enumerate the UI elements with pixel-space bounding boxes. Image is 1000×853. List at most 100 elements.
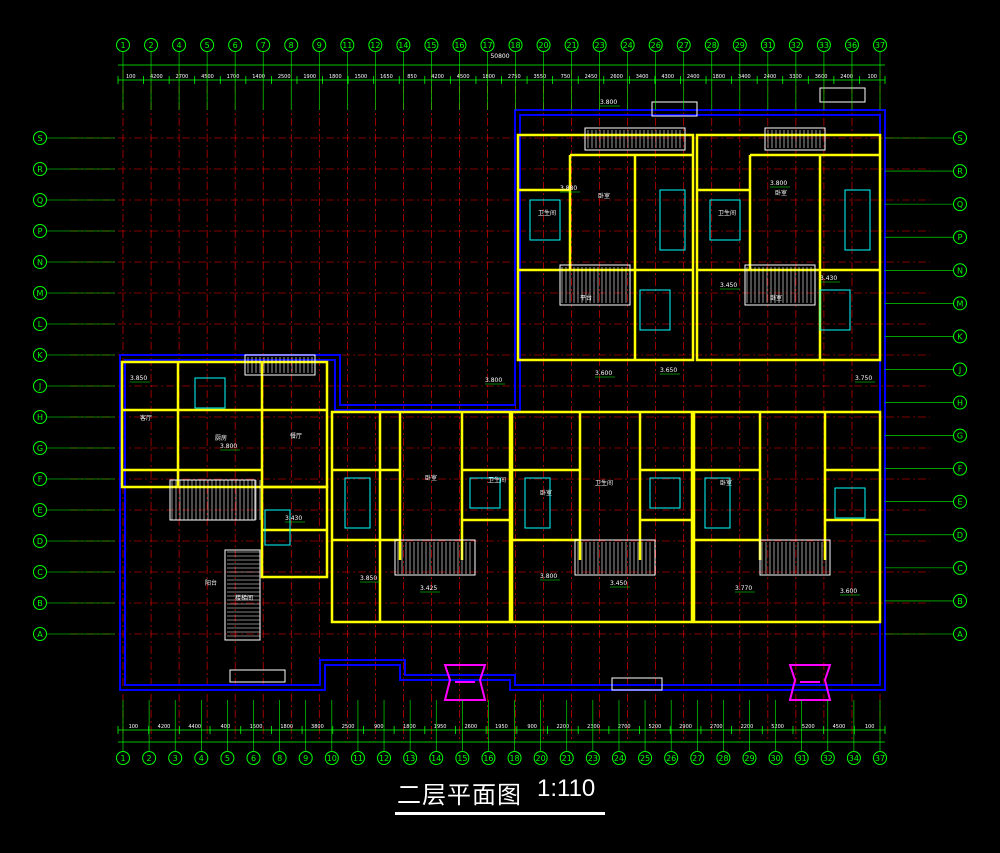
axis-label-top: 1	[120, 41, 125, 50]
axis-bubble-top: 21	[564, 38, 579, 52]
axis-bubble-top: 23	[592, 38, 607, 52]
axis-label-bottom: 28	[718, 754, 728, 763]
room-label: 卧室	[425, 474, 437, 482]
axis-bubble-left: N	[33, 255, 47, 269]
top-dimension: 3550	[533, 74, 546, 80]
axis-bubble-left: R	[33, 162, 47, 176]
room-label: 卧室	[720, 479, 732, 487]
axis-bubble-top: 28	[704, 38, 719, 52]
axis-label-top: 27	[679, 41, 689, 50]
axis-label-top: 12	[370, 41, 380, 50]
bottom-dimension: 3800	[311, 724, 324, 730]
caption-underline	[395, 812, 605, 815]
level-mark: 3.800	[485, 377, 502, 384]
axis-bubble-bottom: 1	[116, 751, 130, 765]
axis-label-right: H	[957, 399, 963, 408]
top-dimension: 2500	[278, 74, 291, 80]
axis-label-bottom: 29	[744, 754, 754, 763]
bottom-dimension: 900	[527, 724, 537, 730]
bottom-dimension: 5200	[649, 724, 662, 730]
axis-bubble-bottom: 6	[246, 751, 261, 765]
drawing-title: 二层平面图	[397, 781, 522, 809]
axis-label-right: Q	[957, 200, 963, 209]
axis-label-bottom: 2	[147, 754, 152, 763]
axis-bubble-bottom: 18	[507, 751, 522, 765]
skylight-frames	[229, 87, 866, 691]
axis-bubble-right: K	[953, 329, 967, 344]
axis-bubble-right: N	[953, 263, 967, 278]
axis-label-left: J	[38, 382, 41, 391]
walls	[120, 133, 882, 624]
axis-bubble-bottom: 10	[324, 751, 339, 765]
axis-bubble-top: 1	[116, 38, 130, 52]
axis-label-bottom: 1	[120, 754, 125, 763]
axis-label-top: 17	[482, 41, 492, 50]
axis-label-bottom: 25	[640, 754, 650, 763]
level-mark: 3.800	[770, 180, 787, 187]
top-dimension: 3400	[738, 74, 751, 80]
bottom-dimension: 2600	[464, 724, 477, 730]
drawing-caption: 二层平面图 1:110	[395, 775, 605, 815]
axis-bubble-bottom: 26	[664, 751, 679, 765]
axis-bubble-left: S	[33, 131, 47, 145]
axis-bubble-top: 20	[536, 38, 551, 52]
axis-bubble-right: F	[953, 461, 967, 476]
top-dimension: 1500	[355, 74, 368, 80]
axis-bubble-top: 24	[620, 38, 635, 52]
axis-label-left: B	[37, 599, 43, 608]
axis-bubble-right: G	[953, 428, 967, 443]
axis-bubble-right: H	[953, 395, 967, 410]
bottom-dimension: 5200	[771, 724, 784, 730]
axis-label-top: 32	[791, 41, 801, 50]
bottom-dimension: 4500	[833, 724, 846, 730]
top-dimension: 3600	[815, 74, 828, 80]
level-mark: 3.800	[540, 573, 557, 580]
axis-label-bottom: 13	[405, 754, 415, 763]
axis-bubble-top: 8	[284, 38, 299, 52]
stair-hatching	[171, 130, 827, 637]
axis-bubble-top: 17	[480, 38, 495, 52]
bottom-dimension: 100	[129, 724, 139, 730]
axis-label-top: 28	[707, 41, 717, 50]
axis-bubble-top: 33	[816, 38, 831, 52]
axis-bubble-bottom: 5	[220, 751, 235, 765]
axis-label-top: 14	[398, 41, 408, 50]
axis-label-top: 15	[426, 41, 436, 50]
axis-label-left: L	[38, 320, 43, 329]
axis-label-left: C	[37, 568, 43, 577]
axis-label-top: 33	[819, 41, 829, 50]
axis-label-right: P	[958, 233, 963, 242]
axis-label-top: 36	[847, 41, 857, 50]
axis-bubble-top: 2	[144, 38, 159, 52]
axis-label-bottom: 16	[483, 754, 493, 763]
axis-label-bottom: 3	[173, 754, 178, 763]
axis-label-right: E	[957, 498, 962, 507]
axis-bubble-top: 6	[228, 38, 243, 52]
axis-bubble-top: 37	[873, 38, 887, 52]
axis-label-left: M	[37, 289, 44, 298]
room-label: 卧室	[598, 192, 610, 200]
axis-label-right: J	[958, 365, 961, 374]
level-mark: 3.600	[595, 370, 612, 377]
top-dimension: 2750	[508, 74, 521, 80]
axis-bubble-right: Q	[953, 197, 967, 212]
level-mark: 3.800	[220, 443, 237, 450]
room-label: 厨房	[215, 434, 227, 442]
level-mark: 3.800	[600, 99, 617, 106]
bottom-dimension: 2300	[587, 724, 600, 730]
axis-bubble-top: 26	[648, 38, 663, 52]
axis-label-left: R	[37, 165, 43, 174]
axis-bubble-bottom: 9	[298, 751, 313, 765]
top-dimension: 2400	[764, 74, 777, 80]
axis-label-right: F	[958, 465, 963, 474]
room-label: 卧室	[770, 294, 782, 302]
axis-label-bottom: 14	[431, 754, 441, 763]
axis-label-bottom: 18	[509, 754, 519, 763]
axis-bubble-right: C	[953, 560, 967, 575]
axis-bubble-left: L	[33, 317, 47, 331]
axis-label-bottom: 6	[251, 754, 256, 763]
axis-label-top: 23	[595, 41, 605, 50]
axis-bubble-bottom: 37	[873, 751, 887, 765]
